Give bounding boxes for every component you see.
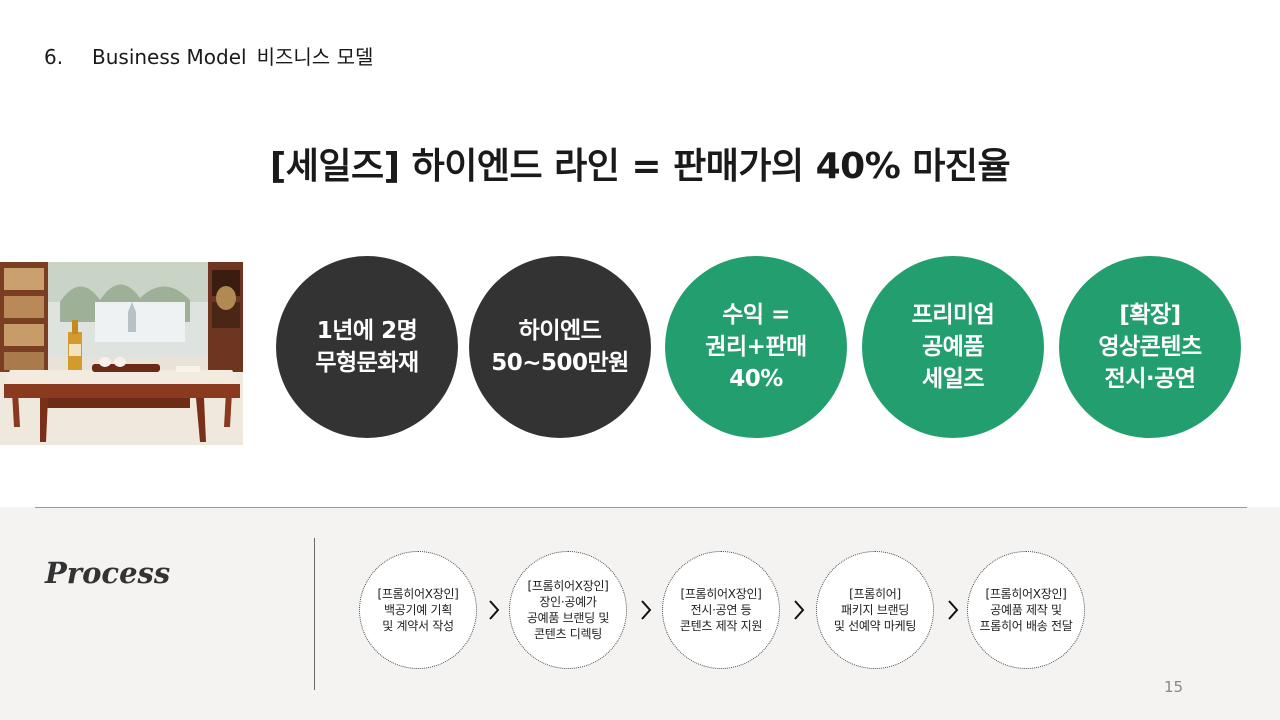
chevron-right-icon xyxy=(792,596,806,624)
chevron-right-icon xyxy=(487,596,501,624)
page-number: 15 xyxy=(1164,678,1184,696)
step-line: [프롬히어X장인] xyxy=(377,587,459,601)
circle-premium-sales: 프리미엄 공예품 세일즈 xyxy=(862,256,1044,438)
circle-revenue: 수익 = 권리+판매 40% xyxy=(665,256,847,438)
circle-line: 권리+판매 xyxy=(705,334,807,360)
circle-line: 1년에 2명 xyxy=(316,318,418,344)
step-line: [프롬히어X장인] xyxy=(527,579,609,593)
chevron-right-icon xyxy=(639,596,653,624)
chevron-right-icon xyxy=(946,596,960,624)
step-line: [프롬히어X장인] xyxy=(680,587,762,601)
circle-price-range: 하이엔드 50~500만원 xyxy=(469,256,651,438)
step-line: 및 선예약 마케팅 xyxy=(833,619,917,633)
section-number: 6. xyxy=(44,45,64,69)
circle-line: 50~500만원 xyxy=(491,350,629,376)
circle-artisans: 1년에 2명 무형문화재 xyxy=(276,256,458,438)
step-line: 전시·공연 등 xyxy=(690,603,752,617)
vertical-divider xyxy=(314,538,315,690)
step-line: 장인·공예가 xyxy=(539,595,597,609)
step-line: 패키지 브랜딩 xyxy=(841,603,909,617)
process-step-5: [프롬히어X장인] 공예품 제작 및 프롬히어 배송 전달 xyxy=(967,551,1085,669)
step-line: [프롬히어] xyxy=(849,587,901,601)
circle-line: 영상콘텐츠 xyxy=(1098,334,1202,360)
step-line: 공예품 브랜딩 및 xyxy=(526,611,610,625)
process-step-3: [프롬히어X장인] 전시·공연 등 콘텐츠 제작 지원 xyxy=(662,551,780,669)
circle-line: [확장] xyxy=(1119,302,1181,328)
process-step-2: [프롬히어X장인] 장인·공예가 공예품 브랜딩 및 콘텐츠 디렉팅 xyxy=(509,551,627,669)
circle-line: 40% xyxy=(729,366,783,392)
step-line: [프롬히어X장인] xyxy=(985,587,1067,601)
circle-expansion: [확장] 영상콘텐츠 전시·공연 xyxy=(1059,256,1241,438)
circle-line: 프리미엄 xyxy=(911,302,995,328)
circle-line: 전시·공연 xyxy=(1104,366,1196,392)
step-line: 공예품 제작 및 xyxy=(990,603,1062,617)
process-step-4: [프롬히어] 패키지 브랜딩 및 선예약 마케팅 xyxy=(816,551,934,669)
circle-line: 세일즈 xyxy=(922,366,984,392)
headline: [세일즈] 하이엔드 라인 = 판매가의 40% 마진율 xyxy=(269,146,1011,187)
step-line: 및 계약서 작성 xyxy=(382,619,454,633)
section-title-en: Business Model xyxy=(92,45,247,69)
circle-line: 공예품 xyxy=(922,334,984,360)
section-title-ko: 비즈니스 모델 xyxy=(256,45,374,69)
product-photo xyxy=(0,262,243,445)
step-line: 프롬히어 배송 전달 xyxy=(979,619,1073,633)
process-title: Process xyxy=(45,556,171,590)
divider-line xyxy=(35,507,1247,508)
circle-line: 하이엔드 xyxy=(518,318,602,344)
step-line: 콘텐츠 디렉팅 xyxy=(534,627,602,641)
step-line: 백공기예 기획 xyxy=(384,603,452,617)
step-line: 콘텐츠 제작 지원 xyxy=(679,619,763,633)
process-step-1: [프롬히어X장인] 백공기예 기획 및 계약서 작성 xyxy=(359,551,477,669)
circle-line: 무형문화재 xyxy=(315,350,419,376)
slide-header: 6. Business Model 비즈니스 모델 xyxy=(44,41,373,70)
circle-line: 수익 = xyxy=(722,302,790,328)
